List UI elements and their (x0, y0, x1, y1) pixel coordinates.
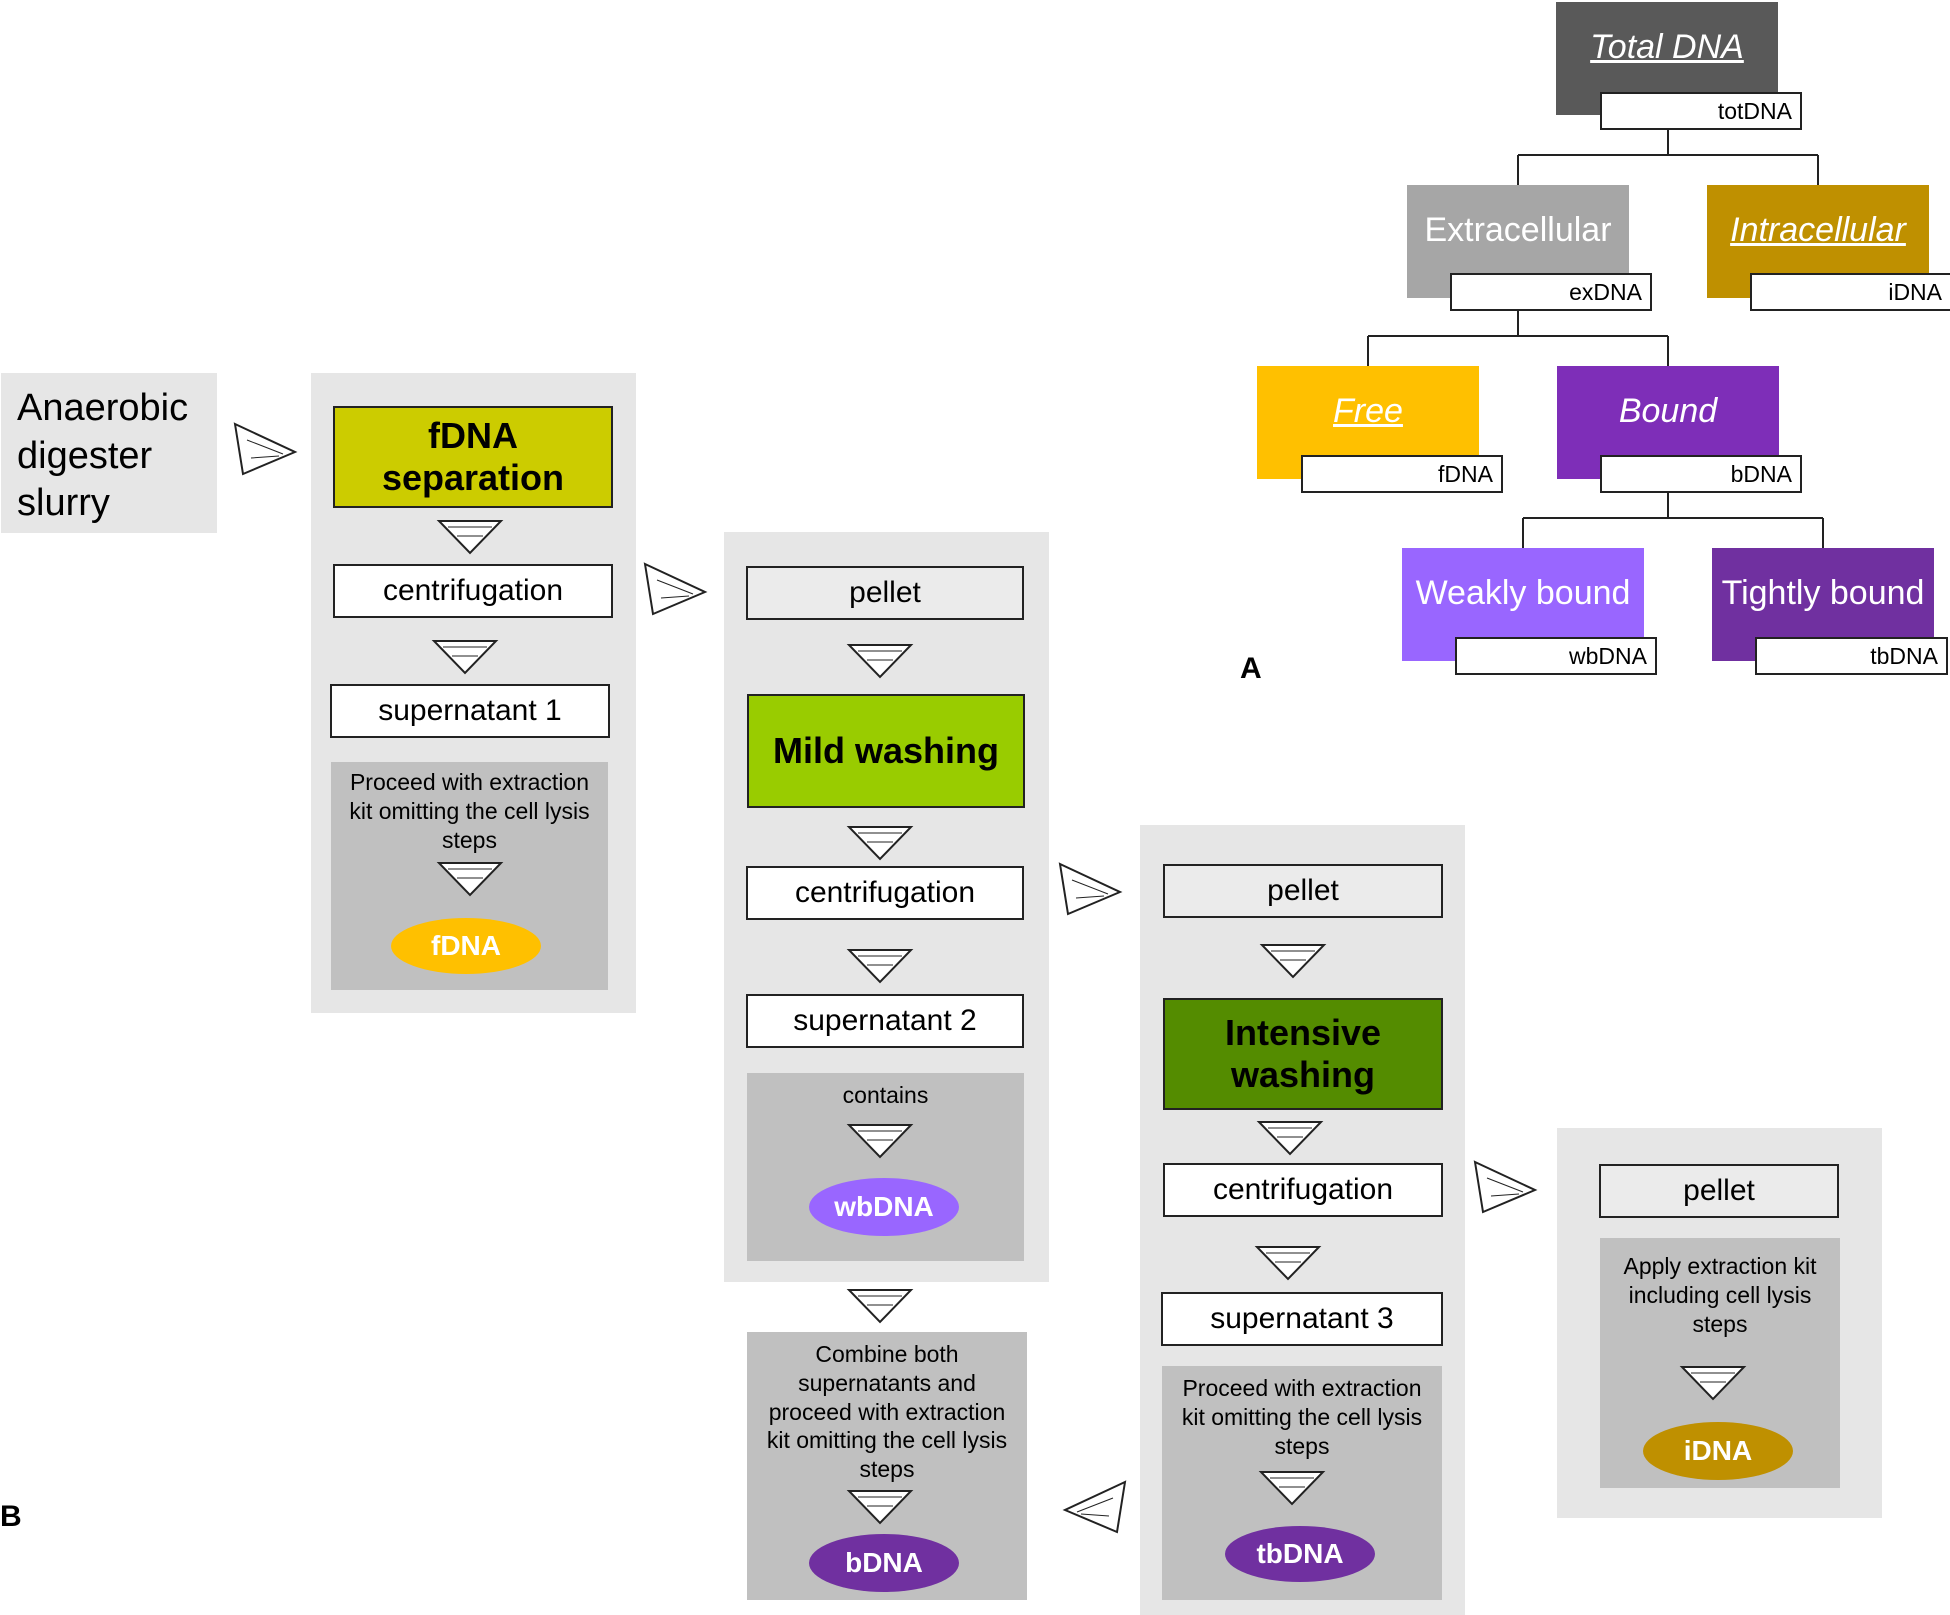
bdna-note: Combine both supernatants and proceed wi… (766, 1341, 1008, 1482)
source-box: Anaerobic digester slurry (1, 373, 217, 533)
panel-a-letter: A (1240, 652, 1262, 685)
supernatant-1: supernatant 1 (330, 684, 610, 738)
bound-label: Bound (1618, 392, 1718, 430)
pellet-3: pellet (1163, 864, 1443, 918)
arrow-icon (234, 423, 1745, 1533)
idna-tag: iDNA (1750, 273, 1950, 311)
fdna-ellipse: fDNA (391, 918, 541, 974)
idna-ellipse: iDNA (1643, 1422, 1793, 1480)
total-dna-label: Total DNA (1590, 28, 1744, 66)
fdna-tag: fDNA (1301, 455, 1503, 493)
fdna-note: Proceed with extraction kit omitting the… (349, 769, 590, 853)
intensive-washing-label: Intensive washing (1224, 1011, 1382, 1095)
centrifugation-1: centrifugation (333, 564, 613, 618)
totdna-tag: totDNA (1600, 92, 1802, 130)
fdna-separation-box: fDNA separation (333, 406, 613, 508)
centrifugation-3: centrifugation (1163, 1163, 1443, 1217)
bdna-ellipse: bDNA (809, 1534, 959, 1592)
tbdna-note: Proceed with extraction kit omitting the… (1181, 1375, 1423, 1459)
panel-b-letter: B (0, 1500, 22, 1533)
mild-washing-label: Mild washing (772, 729, 999, 771)
pellet-2: pellet (746, 566, 1024, 620)
fdna-separation-label: fDNA separation (381, 414, 565, 498)
extracellular-label: Extracellular (1424, 211, 1612, 249)
tightly-bound-label: Tightly bound (1721, 574, 1925, 612)
tbdna-ellipse: tbDNA (1225, 1526, 1375, 1582)
tbdna-tag: tbDNA (1755, 637, 1948, 675)
wbdna-tag: wbDNA (1455, 637, 1657, 675)
centrifugation-2: centrifugation (746, 866, 1024, 920)
supernatant-3: supernatant 3 (1161, 1292, 1443, 1346)
pellet-4: pellet (1599, 1164, 1839, 1218)
source-label: Anaerobic digester slurry (17, 387, 189, 524)
bdna-tag: bDNA (1600, 455, 1802, 493)
wbdna-note: contains (842, 1082, 929, 1108)
intensive-washing-box: Intensive washing (1163, 998, 1443, 1110)
idna-note: Apply extraction kit including cell lysi… (1623, 1253, 1817, 1337)
exdna-tag: exDNA (1450, 273, 1652, 311)
weakly-bound-label: Weakly bound (1415, 574, 1631, 612)
intracellular-label: Intracellular (1730, 211, 1906, 249)
supernatant-2: supernatant 2 (746, 994, 1024, 1048)
mild-washing-box: Mild washing (747, 694, 1025, 808)
wbdna-ellipse: wbDNA (809, 1178, 959, 1236)
bdna-result-box: Combine both supernatants and proceed wi… (747, 1332, 1027, 1600)
free-label: Free (1333, 392, 1403, 430)
